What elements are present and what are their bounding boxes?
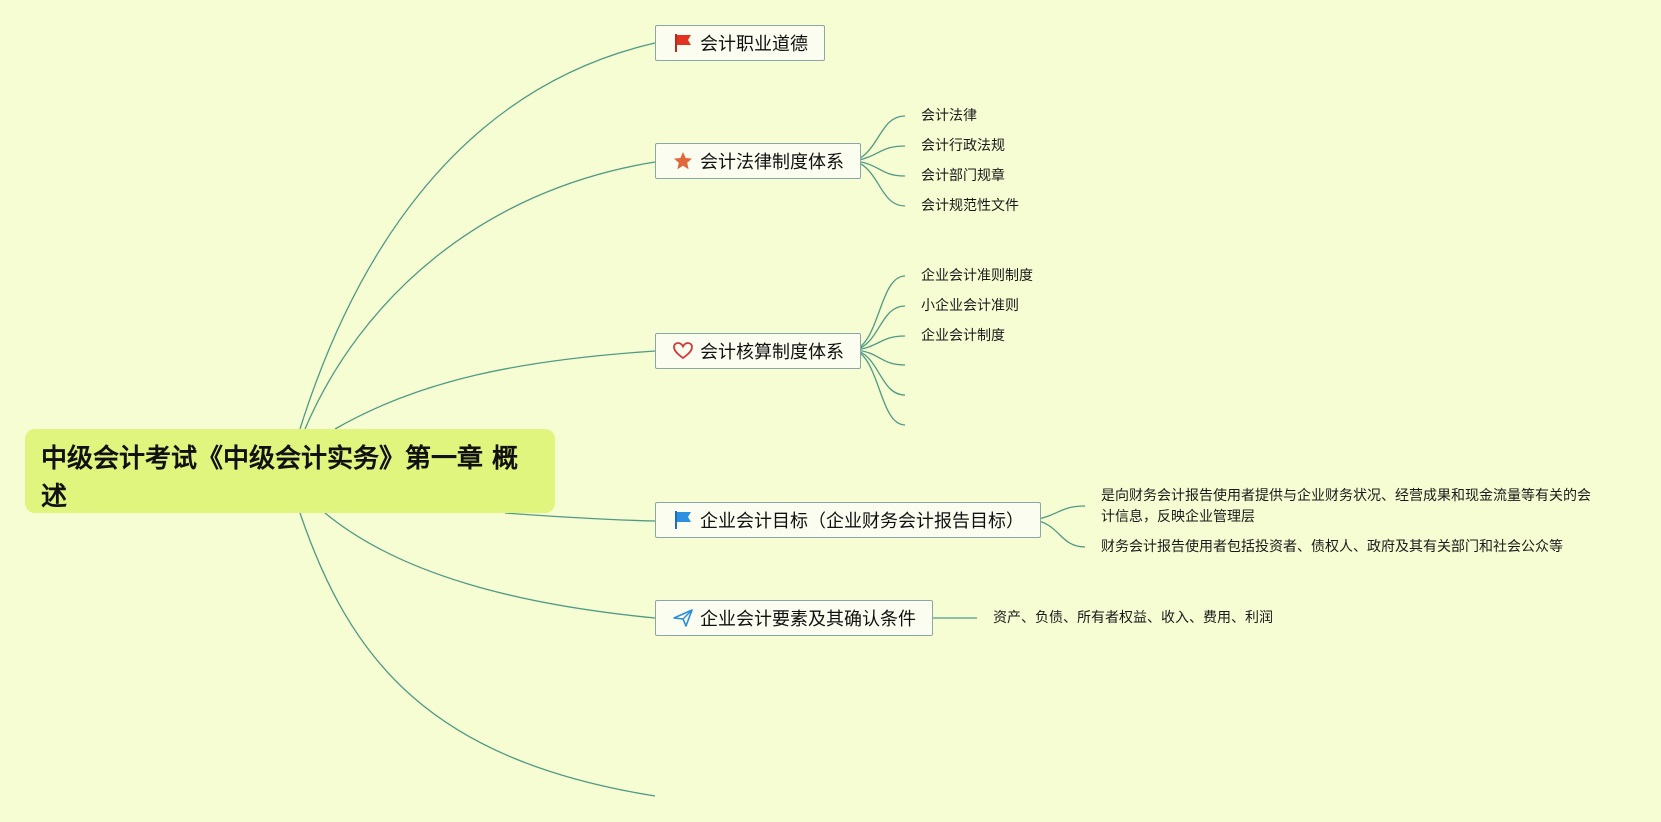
- leaf-enterprise-standards[interactable]: 企业会计准则制度: [921, 268, 1033, 284]
- leaf-normative-documents[interactable]: 会计规范性文件: [921, 198, 1019, 214]
- leaf-department-rules[interactable]: 会计部门规章: [921, 168, 1005, 184]
- connector-root-topic-3: [334, 350, 656, 430]
- connector-root-topic-1: [299, 42, 656, 430]
- root-title: 中级会计考试《中级会计实务》第一章 概述: [41, 444, 519, 512]
- connector-t3-leaf-5: [854, 349, 906, 396]
- leaf-accounting-elements-list[interactable]: 资产、负债、所有者权益、收入、费用、利润: [993, 610, 1273, 626]
- connector-root-topic-4: [504, 512, 656, 522]
- connector-t2-leaf-3: [854, 160, 906, 177]
- orange-star-icon: [672, 150, 694, 172]
- connector-t2-leaf-1: [854, 115, 906, 162]
- paper-plane-icon: [672, 607, 694, 629]
- connector-root-topic-5: [324, 512, 656, 619]
- leaf-admin-regulations[interactable]: 会计行政法规: [921, 138, 1005, 154]
- blue-flag-icon: [672, 509, 694, 531]
- root-topic[interactable]: 中级会计考试《中级会计实务》第一章 概述: [25, 429, 555, 513]
- connector-t4-leaf-1: [1033, 505, 1086, 521]
- connector-t2-leaf-4: [854, 160, 906, 207]
- topic-accounting-ethics[interactable]: 会计职业道德: [655, 25, 825, 61]
- topic-label: 会计核算制度体系: [700, 342, 844, 363]
- connector-root-topic-2: [304, 161, 656, 430]
- topic-accounting-system[interactable]: 会计核算制度体系: [655, 333, 861, 369]
- topic-label: 会计职业道德: [700, 34, 808, 55]
- topic-accounting-elements[interactable]: 企业会计要素及其确认条件: [655, 600, 933, 636]
- leaf-accounting-law[interactable]: 会计法律: [921, 108, 977, 124]
- connector-t4-leaf-2: [1033, 519, 1086, 548]
- leaf-report-users[interactable]: 财务会计报告使用者包括投资者、债权人、政府及其有关部门和社会公众等: [1101, 539, 1563, 555]
- connector-t3-leaf-4: [854, 349, 906, 366]
- connector-t3-leaf-2: [854, 305, 906, 351]
- connector-t3-leaf-1: [854, 275, 906, 351]
- topic-label: 企业会计要素及其确认条件: [700, 609, 916, 630]
- connector-t2-leaf-2: [854, 145, 906, 162]
- red-flag-icon: [672, 32, 694, 54]
- topic-accounting-law-system[interactable]: 会计法律制度体系: [655, 143, 861, 179]
- leaf-enterprise-system[interactable]: 企业会计制度: [921, 328, 1005, 344]
- connector-t3-leaf-3: [854, 335, 906, 351]
- connector-root-topic-6: [299, 512, 656, 797]
- leaf-small-enterprise-standards[interactable]: 小企业会计准则: [921, 298, 1019, 314]
- topic-enterprise-accounting-goal[interactable]: 企业会计目标（企业财务会计报告目标）: [655, 502, 1041, 538]
- leaf-goal-description[interactable]: 是向财务会计报告使用者提供与企业财务状况、经营成果和现金流量等有关的会计信息，反…: [1101, 488, 1591, 525]
- red-heart-icon: [672, 340, 694, 362]
- connector-t3-leaf-6: [854, 349, 906, 426]
- topic-label: 会计法律制度体系: [700, 152, 844, 173]
- topic-label: 企业会计目标（企业财务会计报告目标）: [700, 511, 1024, 532]
